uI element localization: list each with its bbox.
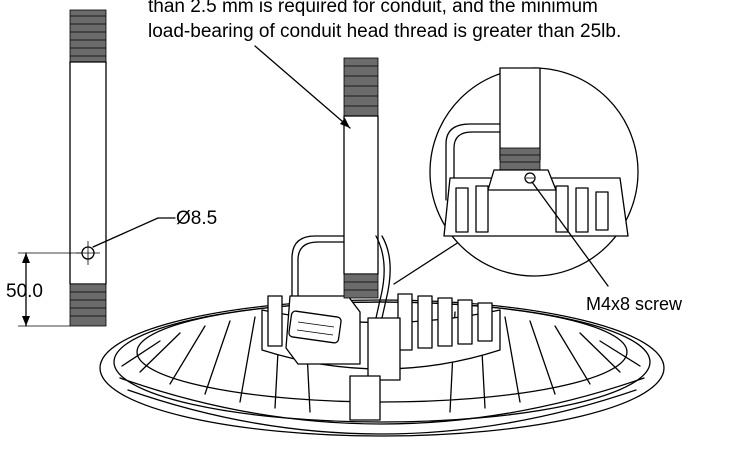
screw-label: M4x8 screw: [586, 294, 683, 314]
mounted-conduit-bottom-thread: [343, 273, 379, 299]
light-fixture: [99, 45, 665, 437]
conduit-bottom-thread: [69, 283, 107, 327]
conduit-top-thread: [69, 9, 107, 63]
detail-thread: [499, 147, 541, 171]
cable-gland: [349, 375, 381, 421]
safety-wire: [381, 235, 391, 319]
thread-hatching: [70, 15, 106, 317]
distance-label: 50.0: [6, 281, 43, 302]
screw-leader: [531, 181, 609, 287]
detail-magnifier: [429, 67, 639, 277]
fixture-lower-rim: [119, 377, 645, 425]
detail-leader: [393, 239, 463, 285]
detail-mount-base: [487, 169, 557, 191]
power-cable-loop: [291, 235, 345, 297]
detail-cable: [445, 123, 501, 201]
junction-box-label-plate: [288, 310, 342, 344]
caption-line-1: than 2.5 mm is required for conduit, and…: [148, 0, 598, 17]
hole-diameter-label: Ø8.5: [176, 208, 217, 229]
conduit-pipe-detail: [18, 9, 176, 327]
detail-conduit: [499, 67, 541, 161]
center-post: [367, 317, 401, 381]
caption-line-2: load-bearing of conduit head thread is g…: [148, 21, 621, 42]
housing-fins: [267, 293, 493, 351]
hole-leader: [92, 217, 176, 248]
dim-arrow-top: [22, 253, 30, 263]
caption-leader: [254, 45, 351, 129]
mounted-thread-hatching: [344, 65, 378, 291]
mounted-conduit-top-thread: [343, 57, 379, 117]
mounted-conduit-body: [343, 115, 379, 275]
dim-arrow-bottom: [22, 316, 30, 326]
detail-fins: [455, 185, 609, 233]
